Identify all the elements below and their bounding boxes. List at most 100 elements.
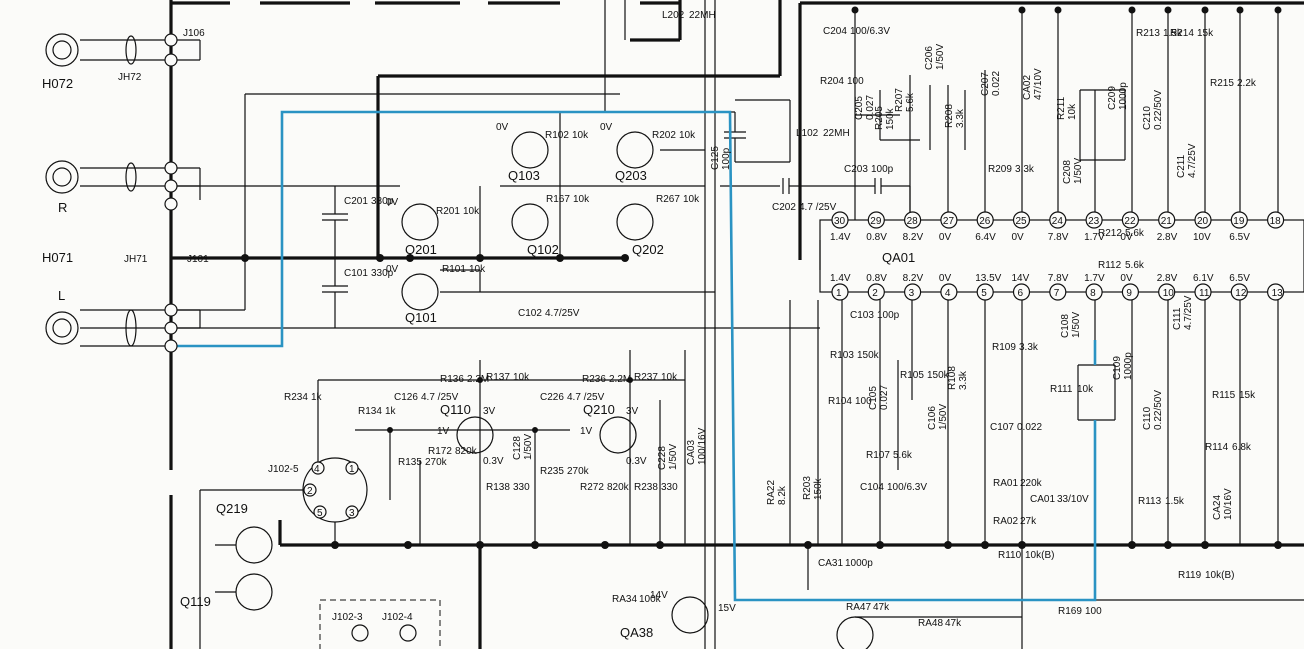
svg-text:7: 7 [1054, 288, 1060, 299]
component-ref: R234 [284, 392, 308, 403]
ic-pin-bottom: 40V [939, 273, 958, 301]
component-ref: R114 [1205, 442, 1229, 453]
jack-h072: H072 [42, 33, 79, 91]
component-value: 150k [885, 107, 896, 130]
svg-text:3: 3 [349, 508, 355, 519]
component-value: 100p [871, 164, 894, 175]
component-ref: R109 [992, 342, 1016, 353]
component-ref: C205 [854, 96, 865, 120]
svg-text:23: 23 [1088, 216, 1100, 227]
component-value: 150k [857, 350, 880, 361]
component-ref: R207 [894, 88, 905, 112]
svg-text:25: 25 [1016, 216, 1028, 227]
ic-pin-voltage: 2.8V [1157, 273, 1178, 284]
component-value: 4.7/25V [545, 308, 580, 319]
component-ref: R167 [546, 194, 570, 205]
svg-text:28: 28 [907, 216, 919, 227]
component-ref: CA02 [1022, 75, 1033, 100]
component-value: 4.7/25V [1187, 143, 1198, 178]
ic-pin-bottom: 126.5V [1229, 273, 1250, 301]
component-ref: C125 [710, 146, 721, 170]
svg-text:0.3V: 0.3V [626, 456, 647, 467]
transistor-q101: Q101 0V [386, 264, 439, 325]
component-value: 100 [847, 76, 864, 87]
svg-text:5: 5 [981, 288, 987, 299]
transistor-q103: Q103 0V [496, 122, 549, 183]
component-value: 0.022 [1017, 422, 1042, 433]
component-ref: L202 [662, 10, 685, 21]
label-jh72: JH72 [118, 72, 142, 83]
svg-text:3V: 3V [483, 406, 496, 417]
svg-text:4: 4 [314, 464, 320, 475]
svg-text:27: 27 [943, 216, 955, 227]
component-value: 0.027 [865, 95, 876, 120]
component-value: 100 [1085, 606, 1102, 617]
component-value: 820k [455, 446, 478, 457]
component-ref: C204 [823, 26, 847, 37]
component-value: 10k [573, 194, 590, 205]
transistor-q102: Q102 [511, 203, 559, 257]
svg-text:19: 19 [1233, 216, 1245, 227]
component-ref: R208 [944, 104, 955, 128]
svg-text:1: 1 [349, 464, 355, 475]
svg-text:29: 29 [870, 216, 882, 227]
component-value: 0.027 [879, 385, 890, 410]
label-jh71: JH71 [124, 254, 148, 265]
ic-pin-voltage: 0V [1120, 273, 1133, 284]
component-value: 5.6k [1125, 228, 1145, 239]
component-value: 5.6k [893, 450, 913, 461]
ic-pin-bottom: 116.1V [1193, 273, 1214, 301]
svg-text:H072: H072 [42, 76, 73, 91]
component-value: 100/16V [697, 427, 708, 465]
svg-text:Q202: Q202 [632, 242, 664, 257]
ic-pin-bottom: 102.8V [1157, 273, 1178, 301]
component-value: 2.2M [609, 374, 631, 385]
component-ref: R137 [486, 372, 510, 383]
component-ref: C102 [518, 308, 542, 319]
component-ref: C110 [1142, 406, 1153, 430]
component-ref: R213 [1136, 28, 1160, 39]
component-value: 10k [683, 194, 700, 205]
component-value: 3.3k [1015, 164, 1035, 175]
svg-text:R: R [58, 200, 67, 215]
component-ref: C103 [850, 310, 874, 321]
ic-pin-bottom: 20.8V [866, 273, 887, 301]
label-j102-4: J102-4 [382, 612, 413, 623]
label-j102-3: J102-3 [332, 612, 363, 623]
component-ref: R212 [1098, 228, 1122, 239]
label-h071: H071 [42, 250, 73, 265]
svg-text:6: 6 [1018, 288, 1024, 299]
ic-pin-voltage: 6.1V [1193, 273, 1214, 284]
component-ref: C207 [980, 72, 991, 96]
component-ref: C106 [927, 406, 938, 430]
ic-pin-voltage: 1.4V [830, 232, 851, 243]
svg-text:5: 5 [317, 508, 323, 519]
component-ref: RA22 [766, 480, 777, 505]
component-value: 3.3k [958, 370, 969, 390]
component-ref: C226 [540, 392, 564, 403]
component-ref: R272 [580, 482, 604, 493]
component-value: 10k [513, 372, 530, 383]
component-value: 1/50V [1073, 158, 1084, 184]
component-ref: R205 [874, 106, 885, 130]
ic-pin-top: 212.8V [1157, 211, 1178, 243]
component-ref: R204 [820, 76, 844, 87]
